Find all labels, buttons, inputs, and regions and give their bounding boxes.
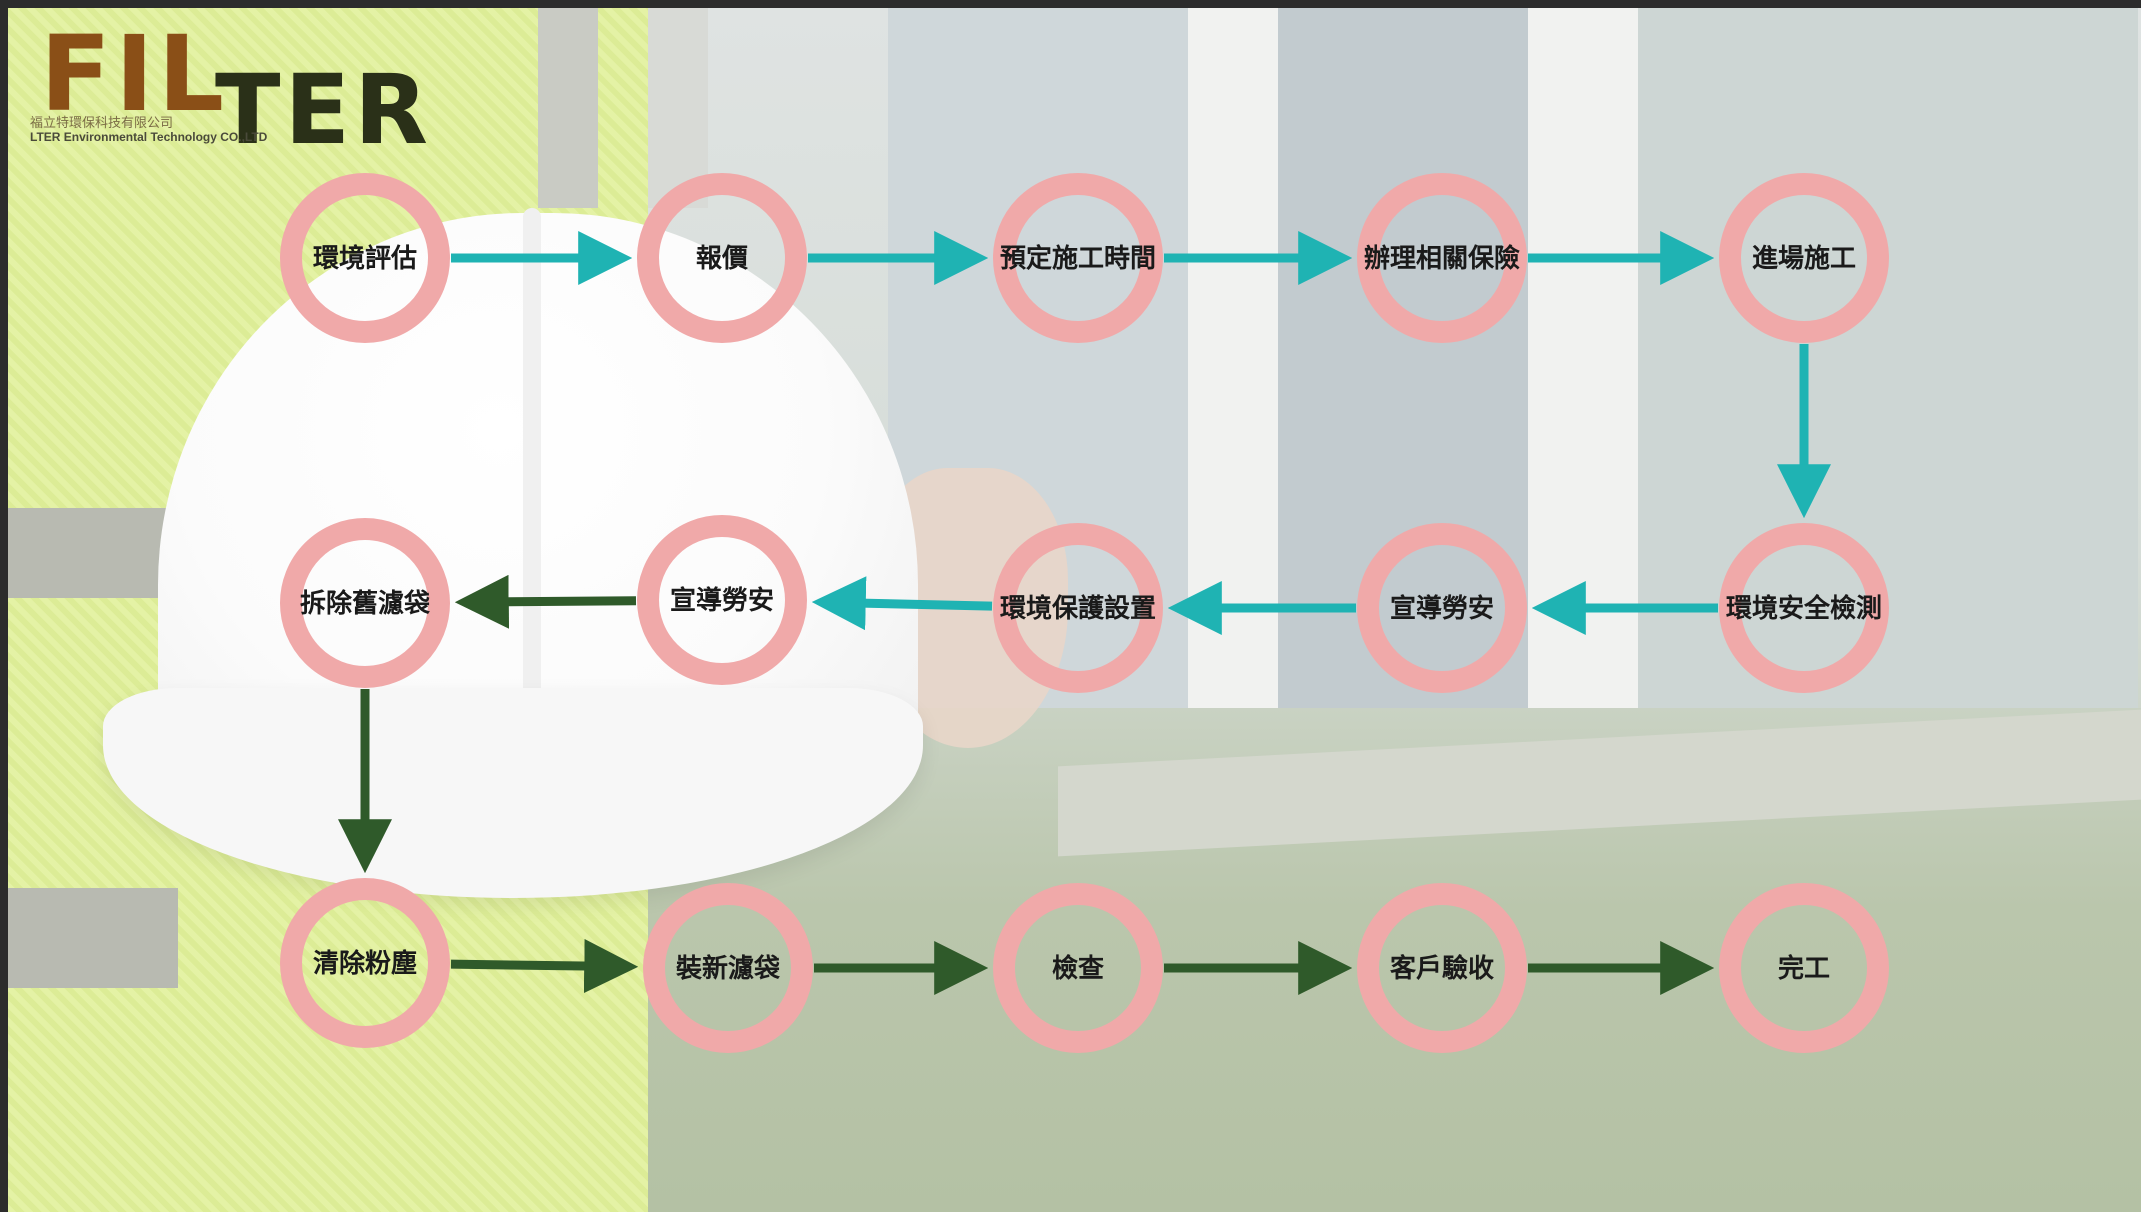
process-step-11: 清除粉塵 <box>291 889 439 1037</box>
process-step-3: 預定施工時間 <box>1000 184 1156 332</box>
step-label: 宣導勞安 <box>670 585 774 616</box>
process-step-9: 宣導勞安 <box>648 526 796 674</box>
step-label: 進場施工 <box>1752 243 1856 274</box>
process-step-6: 環境安全檢測 <box>1726 534 1882 682</box>
step-label: 裝新濾袋 <box>676 953 781 984</box>
step-label: 宣導勞安 <box>1390 593 1494 624</box>
flow-arrow-11 <box>451 964 622 966</box>
step-label: 預定施工時間 <box>1000 243 1156 274</box>
process-step-12: 裝新濾袋 <box>654 894 802 1042</box>
step-label: 檢查 <box>1052 953 1104 984</box>
step-label: 環境保護設置 <box>1000 593 1156 624</box>
process-step-13: 檢查 <box>1004 894 1152 1042</box>
flow-arrow-8 <box>828 602 992 606</box>
step-label: 客戶驗收 <box>1390 953 1494 984</box>
step-label: 環境安全檢測 <box>1726 593 1882 624</box>
step-label: 辦理相關保險 <box>1364 243 1520 274</box>
flow-arrow-9 <box>471 601 636 602</box>
step-label: 環境評估 <box>313 243 417 274</box>
step-label: 報價 <box>696 244 749 274</box>
process-step-1: 環境評估 <box>291 184 439 332</box>
process-step-4: 辦理相關保險 <box>1364 184 1520 332</box>
process-step-7: 宣導勞安 <box>1368 534 1516 682</box>
process-step-8: 環境保護設置 <box>1000 534 1156 682</box>
process-step-15: 完工 <box>1730 894 1878 1042</box>
process-step-14: 客戶驗收 <box>1368 894 1516 1042</box>
process-step-5: 進場施工 <box>1730 184 1878 332</box>
process-step-2: 報價 <box>648 184 796 332</box>
step-label: 完工 <box>1778 953 1830 984</box>
step-label: 清除粉塵 <box>313 948 417 979</box>
step-label: 拆除舊濾袋 <box>300 588 431 619</box>
process-step-10: 拆除舊濾袋 <box>291 529 439 677</box>
